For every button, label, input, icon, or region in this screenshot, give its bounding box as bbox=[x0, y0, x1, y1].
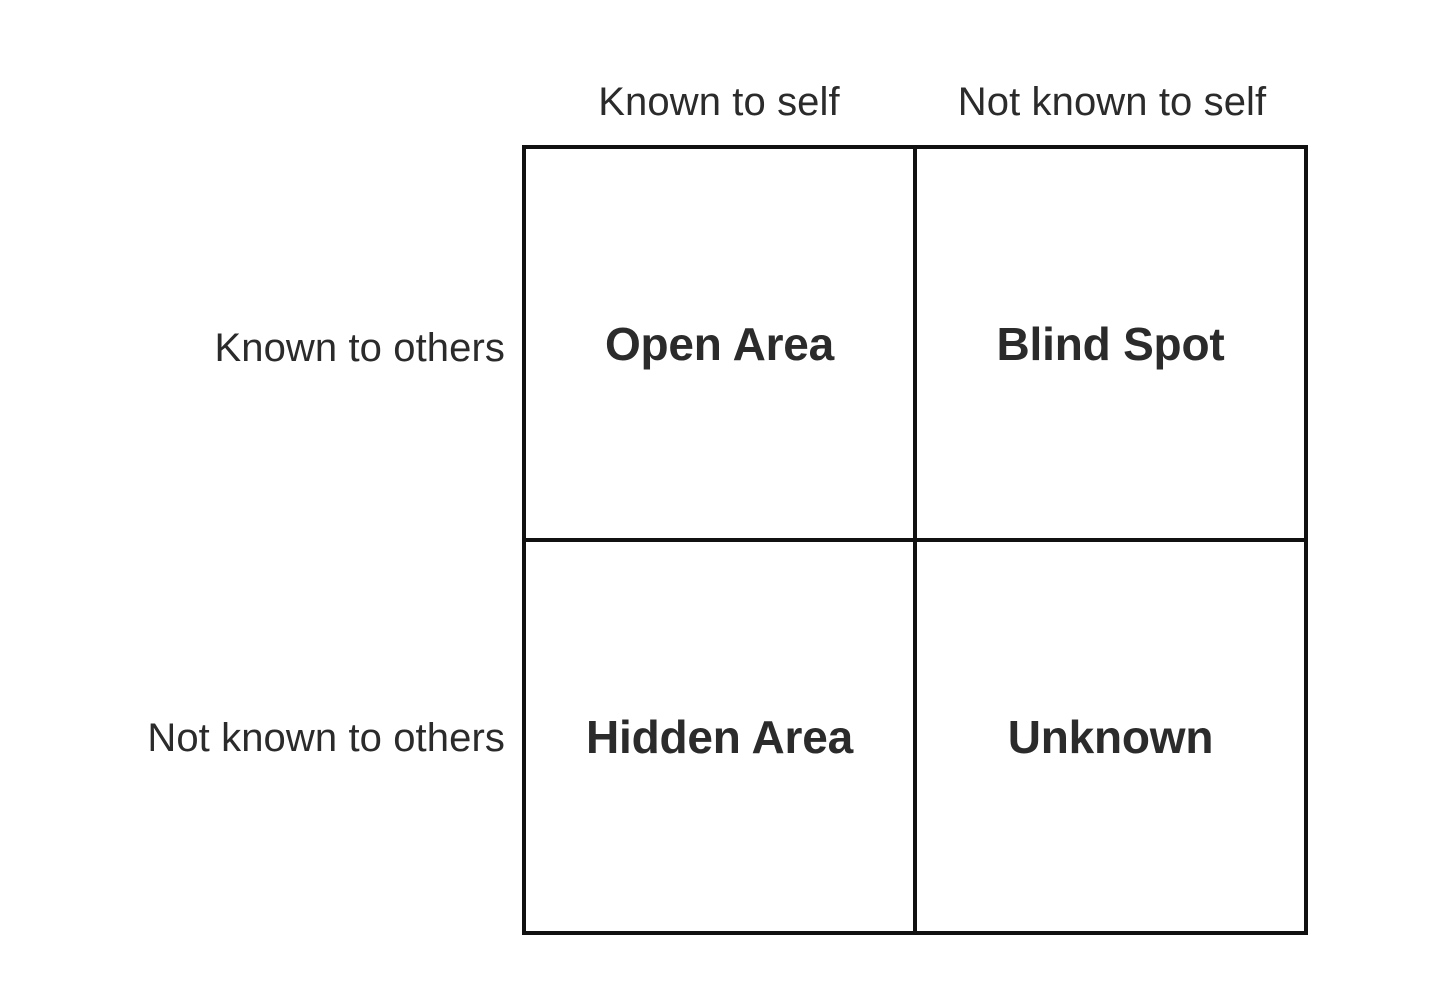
quadrant-label-blind-spot: Blind Spot bbox=[996, 317, 1225, 370]
quadrant-hidden-area: Hidden Area bbox=[526, 540, 915, 931]
column-header-not-known-to-self: Not known to self bbox=[957, 80, 1267, 124]
quadrant-blind-spot: Blind Spot bbox=[915, 149, 1304, 540]
row-header-known-to-others: Known to others bbox=[214, 326, 505, 370]
quadrant-grid: Open Area Blind Spot Hidden Area Unknown bbox=[522, 145, 1308, 935]
quadrant-open-area: Open Area bbox=[526, 149, 915, 540]
quadrant-label-open-area: Open Area bbox=[604, 317, 835, 370]
row-header-not-known-to-others: Not known to others bbox=[147, 716, 505, 760]
quadrant-unknown: Unknown bbox=[915, 540, 1304, 931]
quadrant-label-hidden-area: Hidden Area bbox=[585, 710, 854, 763]
quadrant-label-unknown: Unknown bbox=[1007, 710, 1214, 763]
column-header-known-to-self: Known to self bbox=[598, 80, 840, 124]
